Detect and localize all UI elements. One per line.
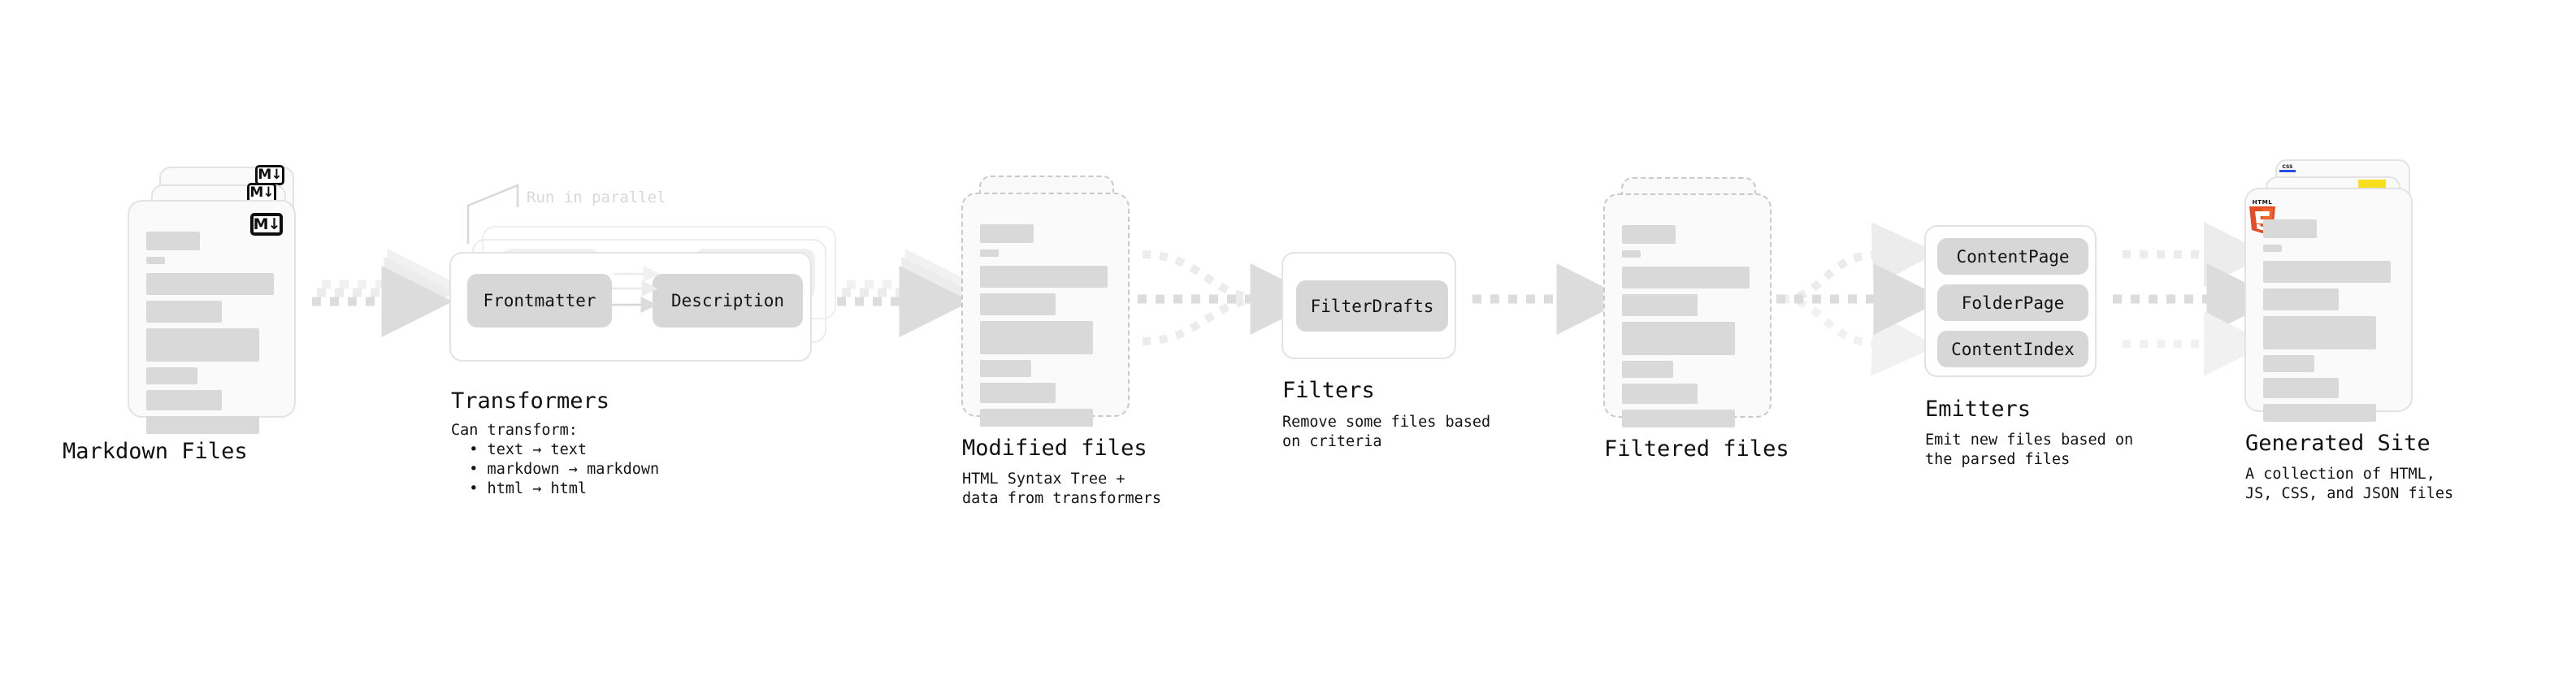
content-bar <box>146 257 165 264</box>
content-bar <box>980 266 1108 288</box>
markdown-card-front: M↓ <box>128 200 296 434</box>
site-card-front-html: HTML <box>2244 188 2413 422</box>
content-bar <box>2263 316 2376 349</box>
stage-title-emitters: Emitters <box>1925 397 2032 422</box>
content-bar <box>146 328 259 362</box>
content-bar <box>146 367 197 384</box>
content-bar <box>980 409 1093 427</box>
emitter-box: ContentPage FolderPage ContentIndex <box>1924 225 2097 377</box>
content-bar <box>980 293 1056 315</box>
arrow-markdown-to-transformers <box>312 249 459 337</box>
content-bar <box>1622 410 1735 427</box>
content-bar <box>980 360 1031 377</box>
content-bar <box>146 416 259 434</box>
content-bar <box>146 232 200 250</box>
emitter-item-contentpage[interactable]: ContentPage <box>1937 238 2088 275</box>
run-in-parallel-bracket <box>466 184 519 244</box>
content-bar <box>1622 250 1641 258</box>
svg-text:CSS: CSS <box>2283 164 2293 170</box>
stage-subtitle-generated-site: A collection of HTML, JS, CSS, and JSON … <box>2245 466 2454 502</box>
content-bar <box>980 383 1056 403</box>
stage-subtitle-emitters: Emit new files based on the parsed files <box>1925 432 2134 468</box>
content-bar <box>2263 404 2376 422</box>
content-bar <box>146 301 222 323</box>
css-icon: CSS <box>2279 164 2296 172</box>
stage-subtitle-filters: Remove some files based on criteria <box>1282 414 1491 450</box>
transformer-item-description[interactable]: Description <box>653 274 803 327</box>
content-bar <box>2263 355 2314 372</box>
content-bar <box>2263 261 2391 283</box>
modified-card-front <box>961 193 1130 427</box>
content-bar <box>146 273 274 295</box>
stage-title-generated-site: Generated Site <box>2245 431 2431 456</box>
content-bar <box>1622 267 1750 288</box>
filter-box: FilterDrafts <box>1281 252 1456 359</box>
content-bar <box>2263 378 2339 398</box>
stage-title-markdown-files: Markdown Files <box>63 439 248 464</box>
filtered-card-front <box>1603 193 1772 427</box>
content-bar <box>980 224 1034 243</box>
content-bar <box>1622 294 1698 316</box>
emitter-item-contentindex[interactable]: ContentIndex <box>1937 331 2088 367</box>
content-bar <box>2263 245 2282 252</box>
markdown-icon: M↓ <box>250 213 283 236</box>
run-in-parallel-label: Run in parallel <box>527 189 666 206</box>
content-bar <box>1622 322 1735 355</box>
arrow-transformers-to-modified <box>837 249 977 337</box>
content-bar <box>2263 219 2317 238</box>
arrow-modified-to-filters <box>1138 250 1322 345</box>
filter-item-filterdrafts[interactable]: FilterDrafts <box>1296 280 1448 332</box>
emitter-item-folderpage[interactable]: FolderPage <box>1937 284 2088 321</box>
arrow-emitters-to-site <box>2113 222 2279 376</box>
stage-subtitle-modified-files: HTML Syntax Tree + data from transformer… <box>962 471 1162 507</box>
markdown-icon: M↓ <box>247 183 276 203</box>
stage-title-transformers: Transformers <box>451 388 610 414</box>
content-bar <box>146 390 222 410</box>
svg-text:HTML: HTML <box>2253 198 2273 206</box>
stage-title-modified-files: Modified files <box>962 436 1147 461</box>
content-bar <box>1622 384 1698 404</box>
transformer-item-frontmatter[interactable]: Frontmatter <box>467 274 612 327</box>
arrow-filtered-to-emitters <box>1776 222 1945 376</box>
stage-subtitle-transformers: Can transform: • text → text • markdown … <box>451 422 660 497</box>
content-bar <box>980 249 999 257</box>
content-bar <box>1622 361 1673 378</box>
stage-title-filters: Filters <box>1282 378 1375 403</box>
content-bar <box>980 321 1093 354</box>
content-bar <box>1622 225 1676 244</box>
stage-title-filtered-files: Filtered files <box>1604 436 1789 462</box>
content-bar <box>2263 288 2339 310</box>
transformer-box-front: Frontmatter Description <box>449 252 812 362</box>
